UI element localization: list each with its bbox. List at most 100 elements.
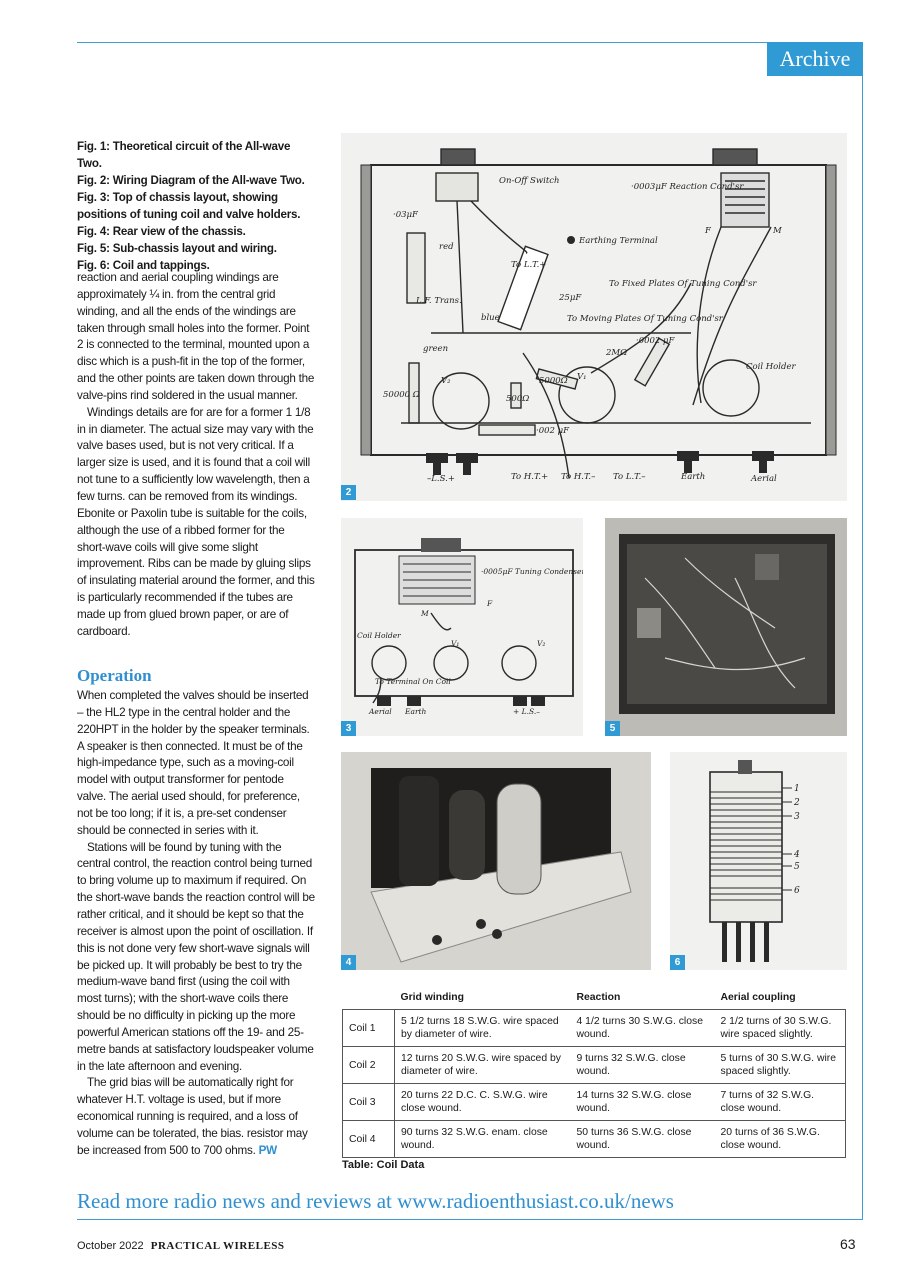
figure-number-badge: 6 (670, 955, 685, 970)
chassis-top-svg: ·0005μF Tuning Condenser Coil Holder V₁ … (354, 538, 583, 716)
table-cell: 14 turns 32 S.W.G. close wound. (570, 1083, 715, 1121)
label-earthing-terminal: Earthing Terminal (578, 236, 658, 246)
table-cell: 5 1/2 turns 18 S.W.G. wire spaced by dia… (394, 1009, 571, 1047)
tap-label: 4 (793, 850, 800, 860)
table-row: Coil 2 12 turns 20 S.W.G. wire spaced by… (342, 1046, 846, 1084)
paragraph: The grid bias will be automatically righ… (77, 1075, 315, 1159)
table-cell: Coil 1 (342, 1009, 395, 1047)
label-ht-minus: To H.T.– (561, 472, 595, 482)
magazine-name: PRACTICAL WIRELESS (150, 1240, 285, 1252)
label-blue: blue (481, 313, 500, 323)
promo-link-text[interactable]: Read more radio news and reviews at www.… (77, 1189, 674, 1213)
figure-number-badge: 5 (605, 721, 620, 736)
table-cell: 7 turns of 32 S.W.G. close wound. (714, 1083, 846, 1121)
label-m: M (420, 609, 429, 618)
table-cell: 5 turns of 30 S.W.G. wire spaced slightl… (714, 1046, 846, 1084)
table-row: Coil 1 5 1/2 turns 18 S.W.G. wire spaced… (342, 1009, 846, 1047)
table-cell: 90 turns 32 S.W.G. enam. close wound. (394, 1120, 571, 1158)
footer-issue: October 2022 PRACTICAL WIRELESS (77, 1240, 285, 1252)
label-lf-trans: L.F. Trans. (415, 296, 462, 306)
label-lt-plus: To L.T.+ (511, 260, 546, 270)
table-header-row: Grid winding Reaction Aerial coupling (342, 989, 846, 1010)
table-cell: 20 turns 22 D.C. C. S.W.G. wire close wo… (394, 1083, 571, 1121)
body-column-lower: When completed the valves should be inse… (77, 688, 315, 1160)
table-caption: Table: Coil Data (342, 1159, 425, 1171)
caption-fig3: Fig. 3: Top of chassis layout, showing p… (77, 191, 301, 221)
right-rule (862, 42, 863, 1220)
caption-fig1: Fig. 1: Theoretical circuit of the All-w… (77, 140, 291, 170)
label-ls: –L.S.+ (427, 474, 455, 484)
pw-end-mark: PW (258, 1143, 278, 1157)
label-tuning-condenser: ·0005μF Tuning Condenser (481, 567, 583, 576)
label-5000ohm: 5000Ω (539, 376, 568, 386)
table-cell: Coil 3 (342, 1083, 395, 1121)
figure-6-coil-tappings: 1 2 3 4 5 6 6 (670, 752, 847, 970)
column-header: Grid winding (394, 989, 571, 1010)
caption-fig6: Fig. 6: Coil and tappings. (77, 259, 210, 272)
issue-date: October 2022 (77, 1240, 144, 1252)
section-tab: Archive (767, 42, 863, 76)
label-coil-holder: Coil Holder (746, 362, 796, 372)
body-column-upper: reaction and aerial coupling windings ar… (77, 270, 315, 641)
table-row: Coil 3 20 turns 22 D.C. C. S.W.G. wire c… (342, 1083, 846, 1121)
label-aerial: Aerial (368, 707, 392, 716)
coil-tappings-svg: 1 2 3 4 5 6 (709, 760, 800, 962)
label-to-terminal: To Terminal On Coil (375, 677, 451, 686)
label-ht-plus: To H.T.+ (511, 472, 548, 482)
rear-view-photo-svg (370, 768, 632, 963)
paragraph: Stations will be found by tuning with th… (77, 840, 315, 1073)
figure-2-wiring-diagram: On-Off Switch ·0003μF Reaction Cond'sr ·… (341, 133, 847, 501)
label-25uf: 25μF (558, 293, 582, 303)
table-cell: 4 1/2 turns 30 S.W.G. close wound. (570, 1009, 715, 1047)
label-moving-plates: To Moving Plates Of Tuning Cond'sr (567, 314, 724, 324)
label-reaction-condenser: ·0003μF Reaction Cond'sr (631, 182, 744, 192)
label-aerial: Aerial (750, 474, 777, 484)
column-header (342, 989, 395, 1010)
label-fixed-plates: To Fixed Plates Of Tuning Cond'sr (609, 279, 757, 289)
label-v1: V₁ (451, 639, 459, 648)
label-m: M (772, 226, 782, 236)
label-coil-holder: Coil Holder (357, 631, 401, 640)
column-header: Reaction (570, 989, 715, 1010)
paragraph: When completed the valves should be inse… (77, 689, 310, 837)
label-500ohm: 500Ω (506, 394, 529, 404)
sub-chassis-photo-svg (619, 534, 835, 714)
table-cell: 2 1/2 turns of 30 S.W.G. wire spaced sli… (714, 1009, 846, 1047)
caption-fig5: Fig. 5: Sub-chassis layout and wiring. (77, 242, 277, 255)
table-cell: Coil 4 (342, 1120, 395, 1158)
label-f: F (704, 226, 712, 236)
tap-label: 3 (794, 812, 800, 822)
table-cell: 50 turns 36 S.W.G. close wound. (570, 1120, 715, 1158)
page-number: 63 (840, 1236, 856, 1252)
table-cell: 12 turns 20 S.W.G. wire spaced by diamet… (394, 1046, 571, 1084)
label-earth: Earth (680, 472, 705, 482)
label-ls: + L.S.– (513, 707, 540, 716)
figure-3-chassis-top: ·0005μF Tuning Condenser Coil Holder V₁ … (341, 518, 583, 736)
label-v2: V₂ (537, 639, 545, 648)
caption-fig2: Fig. 2: Wiring Diagram of the All-wave T… (77, 174, 305, 187)
tap-label: 1 (794, 784, 800, 794)
label-0002uf: ·002 μF (536, 426, 570, 436)
top-rule (77, 42, 863, 43)
label-00002uf: ·0002 μF (636, 336, 676, 346)
label-v2: V₂ (441, 376, 451, 386)
table-cell: 9 turns 32 S.W.G. close wound. (570, 1046, 715, 1084)
label-earth: Earth (404, 707, 427, 716)
tap-label: 5 (794, 862, 800, 872)
coil-data-table: Grid winding Reaction Aerial coupling Co… (342, 989, 846, 1158)
table-cell: 20 turns of 36 S.W.G. close wound. (714, 1120, 846, 1158)
tap-label: 2 (793, 798, 800, 808)
table-cell: Coil 2 (342, 1046, 395, 1084)
label-2mohm: 2MΩ (605, 348, 627, 358)
label-v1: V₁ (577, 372, 587, 382)
column-header: Aerial coupling (714, 989, 846, 1010)
figure-number-badge: 3 (341, 721, 356, 736)
label-lt-minus: To L.T.– (613, 472, 646, 482)
figure-4-rear-view-photo: 4 (341, 752, 651, 970)
label-f: F (486, 599, 493, 608)
table-row: Coil 4 90 turns 32 S.W.G. enam. close wo… (342, 1120, 846, 1158)
bottom-rule (77, 1219, 863, 1220)
label-red: red (439, 242, 454, 252)
label-50000ohm: 50000 Ω (383, 390, 420, 400)
figure-5-sub-chassis-photo: 5 (605, 518, 847, 736)
